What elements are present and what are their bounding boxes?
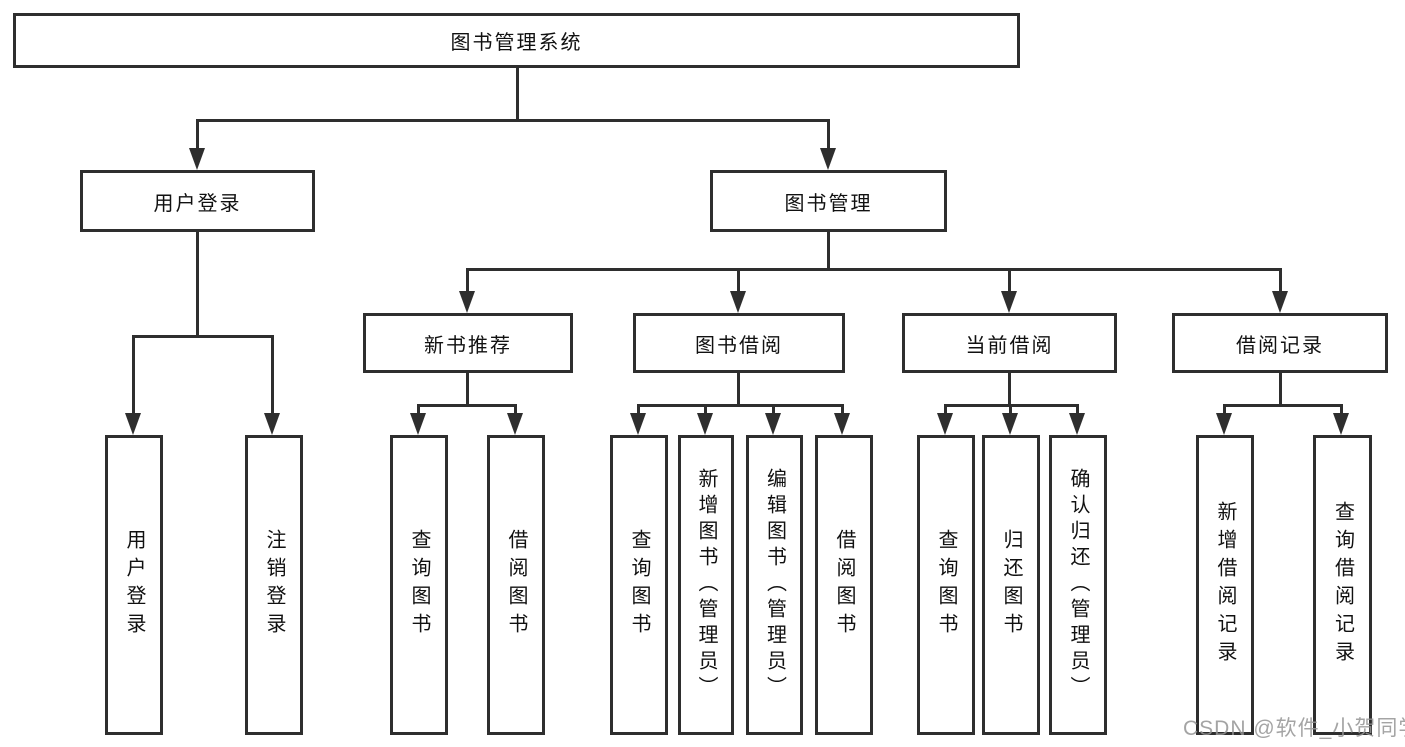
arrowhead-down-icon (1333, 413, 1349, 435)
arrowhead-down-icon (459, 291, 475, 313)
leaf-query-borrow-record: 查询借阅记录 (1313, 435, 1372, 735)
arrowhead-down-icon (1001, 291, 1017, 313)
arrowhead-down-icon (1002, 413, 1018, 435)
leaf-return-books: 归还图书 (982, 435, 1040, 735)
connector-line (196, 232, 199, 338)
node-new-book-recommendation: 新书推荐 (363, 313, 573, 373)
leaf-edit-books-admin: 编辑图书（管理员） (746, 435, 803, 735)
connector-line (944, 404, 947, 416)
node-book-borrowing: 图书借阅 (633, 313, 845, 373)
connector-line (466, 268, 469, 293)
csdn-watermark: CSDN @软件_小贺同学 (1183, 717, 1405, 740)
leaf-logout: 注销登录 (245, 435, 303, 735)
node-library-management-system: 图书管理系统 (13, 13, 1020, 68)
connector-line (1008, 268, 1011, 293)
leaf-borrow-books-recommend: 借阅图书 (487, 435, 545, 735)
connector-line (637, 404, 843, 407)
connector-line (1009, 404, 1012, 416)
arrowhead-down-icon (125, 413, 141, 435)
connector-line (737, 373, 740, 407)
leaf-query-books-current: 查询图书 (917, 435, 975, 735)
leaf-add-borrow-record: 新增借阅记录 (1196, 435, 1254, 735)
arrowhead-down-icon (410, 413, 426, 435)
node-current-borrowing: 当前借阅 (902, 313, 1117, 373)
connector-line (466, 268, 1282, 271)
leaf-confirm-return-admin: 确认归还（管理员） (1049, 435, 1107, 735)
leaf-query-books-borrowing: 查询图书 (610, 435, 668, 735)
connector-line (132, 335, 274, 338)
connector-line (1223, 404, 1342, 407)
connector-line (466, 373, 469, 407)
arrowhead-down-icon (765, 413, 781, 435)
connector-line (1279, 373, 1282, 407)
arrowhead-down-icon (1216, 413, 1232, 435)
connector-line (1076, 404, 1079, 416)
connector-line (704, 404, 707, 416)
connector-line (271, 335, 274, 415)
arrowhead-down-icon (1272, 291, 1288, 313)
connector-line (772, 404, 775, 416)
arrowhead-down-icon (264, 413, 280, 435)
connector-line (1008, 373, 1011, 407)
connector-line (1279, 268, 1282, 293)
connector-line (417, 404, 420, 416)
arrowhead-down-icon (697, 413, 713, 435)
connector-line (737, 268, 740, 293)
leaf-borrow-books: 借阅图书 (815, 435, 873, 735)
connector-line (637, 404, 640, 416)
leaf-add-books-admin: 新增图书（管理员） (678, 435, 734, 735)
node-book-management: 图书管理 (710, 170, 947, 232)
node-borrowing-records: 借阅记录 (1172, 313, 1388, 373)
leaf-user-login: 用户登录 (105, 435, 163, 735)
arrowhead-down-icon (1069, 413, 1085, 435)
connector-line (196, 119, 830, 122)
node-user-login: 用户登录 (80, 170, 315, 232)
arrowhead-down-icon (820, 148, 836, 170)
arrowhead-down-icon (189, 148, 205, 170)
connector-line (1340, 404, 1343, 416)
connector-line (196, 119, 199, 151)
connector-line (827, 119, 830, 151)
connector-line (1223, 404, 1226, 416)
connector-line (827, 232, 830, 271)
arrowhead-down-icon (507, 413, 523, 435)
arrowhead-down-icon (630, 413, 646, 435)
connector-line (516, 68, 519, 122)
connector-line (514, 404, 517, 416)
leaf-query-books-recommend: 查询图书 (390, 435, 448, 735)
arrowhead-down-icon (834, 413, 850, 435)
connector-line (132, 335, 135, 415)
connector-line (417, 404, 517, 407)
arrowhead-down-icon (730, 291, 746, 313)
connector-line (841, 404, 844, 416)
arrowhead-down-icon (937, 413, 953, 435)
